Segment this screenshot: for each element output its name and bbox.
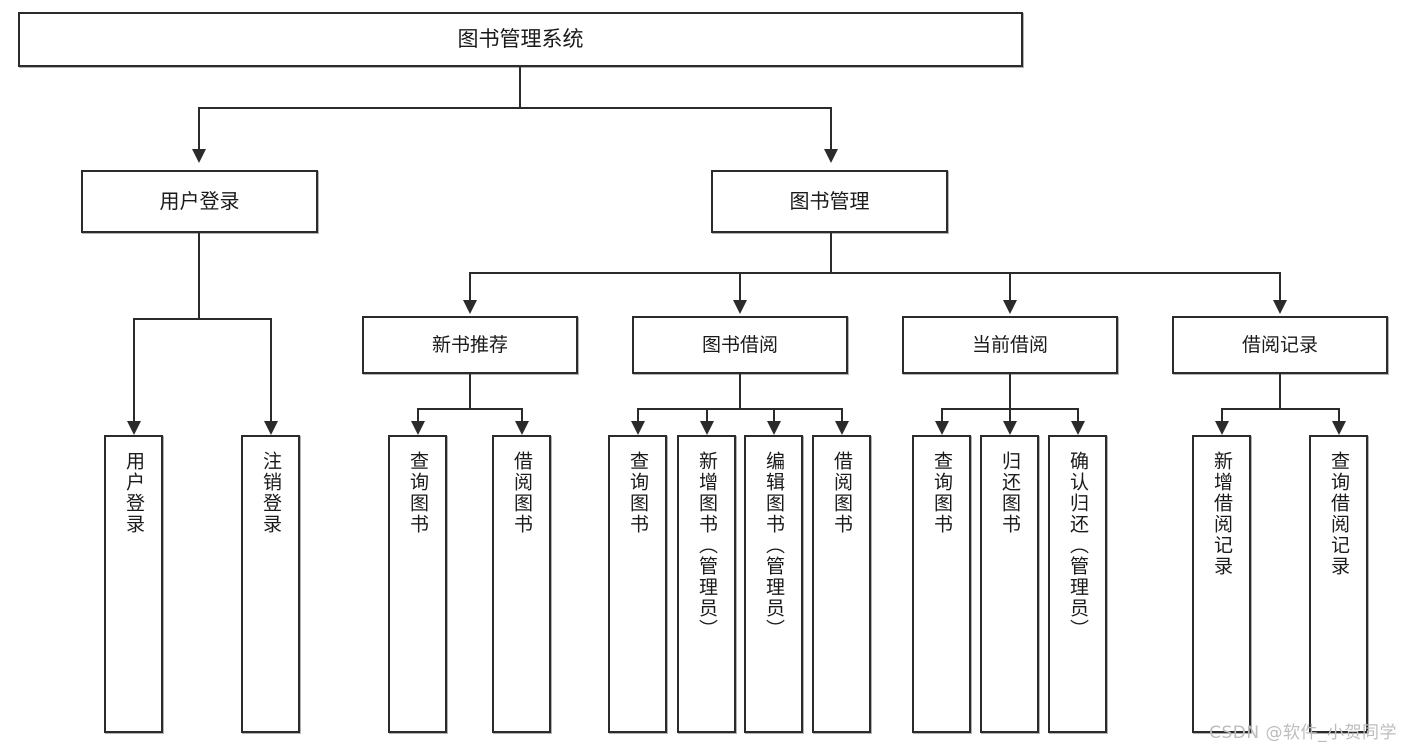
node-leaf-add-book-admin[interactable]: 新增图书（管理员）	[677, 435, 736, 733]
connector-drop-leaf-4	[521, 408, 523, 421]
arrow-leaf-10	[1003, 421, 1017, 435]
node-leaf-return-book-label: 归还图书	[999, 451, 1021, 535]
connector-drop-leaf-2	[270, 318, 272, 421]
node-new-book-rec-label: 新书推荐	[431, 333, 508, 356]
connector-drop-leaf-5	[637, 408, 639, 421]
connector-drop-current-borrow	[1009, 272, 1011, 300]
connector-book-borrow-bus	[637, 408, 842, 410]
arrow-leaf-11	[1071, 421, 1085, 435]
connector-level2-bus	[198, 107, 831, 109]
node-leaf-confirm-return-admin[interactable]: 确认归还（管理员）	[1048, 435, 1107, 733]
node-leaf-edit-book-admin-label: 编辑图书（管理员）	[763, 451, 785, 640]
connector-new-book-rec-stem	[469, 374, 471, 408]
connector-book-borrow-stem	[739, 374, 741, 408]
connector-drop-leaf-7	[773, 408, 775, 421]
node-current-borrow[interactable]: 当前借阅	[902, 316, 1118, 374]
node-leaf-user-login-label: 用户登录	[123, 451, 145, 535]
node-leaf-edit-book-admin[interactable]: 编辑图书（管理员）	[744, 435, 803, 733]
connector-drop-leaf-13	[1338, 408, 1340, 421]
arrow-leaf-4	[515, 421, 529, 435]
connector-drop-leaf-1	[133, 318, 135, 421]
connector-drop-leaf-8	[841, 408, 843, 421]
connector-drop-leaf-9	[941, 408, 943, 421]
arrow-borrow-record	[1273, 300, 1287, 314]
node-leaf-borrow-book-rec-label: 借阅图书	[511, 451, 533, 535]
node-book-mgmt-label: 图书管理	[789, 188, 870, 213]
arrow-leaf-1	[127, 421, 141, 435]
arrow-leaf-13	[1332, 421, 1346, 435]
connector-level3-bus	[469, 272, 1281, 274]
arrow-book-mgmt	[824, 149, 838, 163]
node-book-mgmt[interactable]: 图书管理	[711, 170, 948, 233]
arrow-leaf-7	[767, 421, 781, 435]
connector-drop-borrow-record	[1279, 272, 1281, 300]
arrow-leaf-3	[411, 421, 425, 435]
arrow-leaf-8	[835, 421, 849, 435]
node-user-login-label: 用户登录	[159, 188, 240, 213]
connector-current-borrow-stem	[1009, 374, 1011, 408]
node-book-borrow-label: 图书借阅	[701, 333, 778, 356]
connector-borrow-record-stem	[1279, 374, 1281, 408]
node-leaf-add-book-admin-label: 新增图书（管理员）	[696, 451, 718, 640]
connector-root-stem	[519, 67, 521, 107]
node-leaf-borrow-book-rec[interactable]: 借阅图书	[492, 435, 551, 733]
arrow-user-login	[192, 149, 206, 163]
node-borrow-record-label: 借阅记录	[1241, 333, 1318, 356]
node-leaf-query-book-borrow-label: 查询图书	[627, 451, 649, 535]
node-leaf-logout-label: 注销登录	[260, 451, 282, 535]
connector-user-login-stem	[198, 233, 200, 318]
node-leaf-return-book[interactable]: 归还图书	[980, 435, 1039, 733]
node-leaf-borrow-book-label: 借阅图书	[831, 451, 853, 535]
node-leaf-query-borrow-record[interactable]: 查询借阅记录	[1309, 435, 1368, 733]
node-leaf-query-book-current-label: 查询图书	[931, 451, 953, 535]
node-book-borrow[interactable]: 图书借阅	[632, 316, 848, 374]
node-leaf-borrow-book[interactable]: 借阅图书	[812, 435, 871, 733]
node-leaf-confirm-return-admin-label: 确认归还（管理员）	[1067, 451, 1089, 640]
connector-user-login-bus	[133, 318, 270, 320]
connector-drop-leaf-12	[1221, 408, 1223, 421]
node-leaf-query-book-rec[interactable]: 查询图书	[388, 435, 447, 733]
node-leaf-query-book-borrow[interactable]: 查询图书	[608, 435, 667, 733]
connector-drop-leaf-11	[1077, 408, 1079, 421]
connector-drop-book-mgmt	[830, 107, 832, 149]
node-root-label: 图书管理系统	[457, 27, 584, 52]
arrow-book-borrow	[733, 300, 747, 314]
node-current-borrow-label: 当前借阅	[971, 333, 1048, 356]
connector-drop-leaf-6	[706, 408, 708, 421]
arrow-leaf-12	[1215, 421, 1229, 435]
arrow-current-borrow	[1003, 300, 1017, 314]
arrow-leaf-5	[631, 421, 645, 435]
node-leaf-add-borrow-record-label: 新增借阅记录	[1211, 451, 1233, 577]
connector-drop-new-book-rec	[469, 272, 471, 300]
connector-new-book-rec-bus	[417, 408, 522, 410]
node-leaf-logout[interactable]: 注销登录	[241, 435, 300, 733]
arrow-leaf-2	[264, 421, 278, 435]
connector-drop-leaf-10	[1009, 408, 1011, 421]
arrow-leaf-9	[935, 421, 949, 435]
node-borrow-record[interactable]: 借阅记录	[1172, 316, 1388, 374]
arrow-leaf-6	[700, 421, 714, 435]
node-leaf-query-borrow-record-label: 查询借阅记录	[1328, 451, 1350, 577]
node-user-login[interactable]: 用户登录	[81, 170, 318, 233]
node-leaf-query-book-rec-label: 查询图书	[407, 451, 429, 535]
connector-book-mgmt-stem	[830, 233, 832, 272]
node-leaf-query-book-current[interactable]: 查询图书	[912, 435, 971, 733]
connector-drop-leaf-3	[417, 408, 419, 421]
node-leaf-user-login[interactable]: 用户登录	[104, 435, 163, 733]
arrow-new-book-rec	[463, 300, 477, 314]
connector-borrow-record-bus	[1221, 408, 1338, 410]
node-new-book-rec[interactable]: 新书推荐	[362, 316, 578, 374]
connector-drop-book-borrow	[739, 272, 741, 300]
node-leaf-add-borrow-record[interactable]: 新增借阅记录	[1192, 435, 1251, 733]
node-root[interactable]: 图书管理系统	[18, 12, 1023, 67]
connector-drop-user-login	[198, 107, 200, 149]
